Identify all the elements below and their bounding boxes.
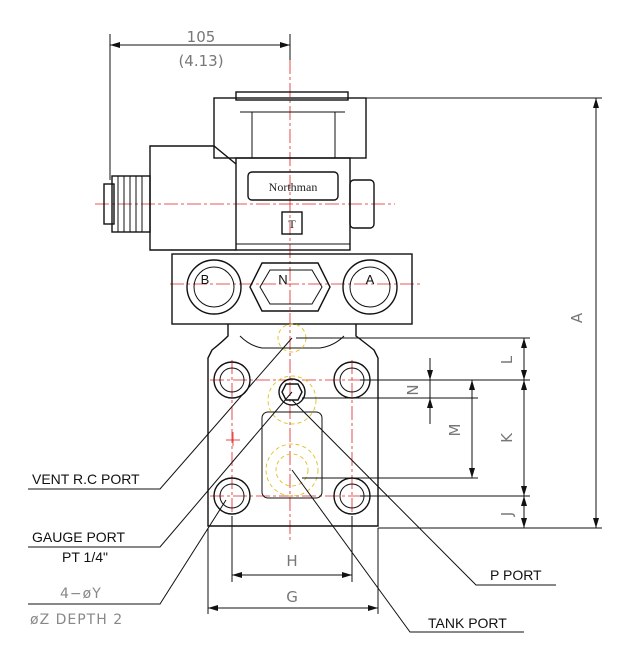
dimension-h: H: [231, 516, 353, 582]
brand-label: Northman: [269, 180, 318, 194]
callout-labels: VENT R.C PORT GAUGE PORT PT 1/4" 4−øY øZ…: [30, 471, 542, 631]
port-a-label: A: [366, 272, 375, 287]
holes-depth-label: øZ DEPTH 2: [30, 612, 123, 628]
dim-105-label: 105: [187, 28, 216, 46]
vent-port-label: VENT R.C PORT: [32, 471, 140, 487]
dim-h-label: H: [286, 552, 297, 570]
dim-n-label: N: [404, 384, 422, 395]
dimension-m-n: N M: [302, 358, 478, 479]
solenoid-assembly: Northman T: [103, 91, 375, 251]
port-n-label: N: [278, 272, 287, 287]
dim-m-label: M: [446, 424, 464, 437]
dim-j-label: J: [498, 512, 516, 517]
dim-g-label: G: [286, 588, 298, 606]
center-lines: [95, 60, 420, 540]
p-port-label: P PORT: [490, 567, 542, 583]
dimension-105: 105 (4.13): [109, 28, 291, 180]
dimension-a: A: [366, 97, 602, 529]
gauge-port-label: GAUGE PORT: [32, 529, 126, 545]
port-b-label: B: [201, 272, 210, 287]
dim-l-label: L: [498, 355, 516, 364]
callout-leaders: [28, 337, 556, 633]
dimension-g: G: [207, 528, 379, 614]
dim-k-label: K: [498, 432, 516, 443]
holes-count-label: 4−øY: [60, 586, 102, 602]
gauge-port-size-label: PT 1/4": [62, 549, 108, 565]
tank-port-label: TANK PORT: [428, 615, 507, 631]
port-block: B N A: [171, 253, 413, 325]
dimension-k-l-j: L K J: [296, 337, 530, 528]
sub-plate: [207, 323, 379, 527]
dim-105-inch-label: (4.13): [178, 52, 223, 70]
center-letter-label: T: [288, 217, 296, 231]
dim-a-label: A: [568, 312, 586, 323]
